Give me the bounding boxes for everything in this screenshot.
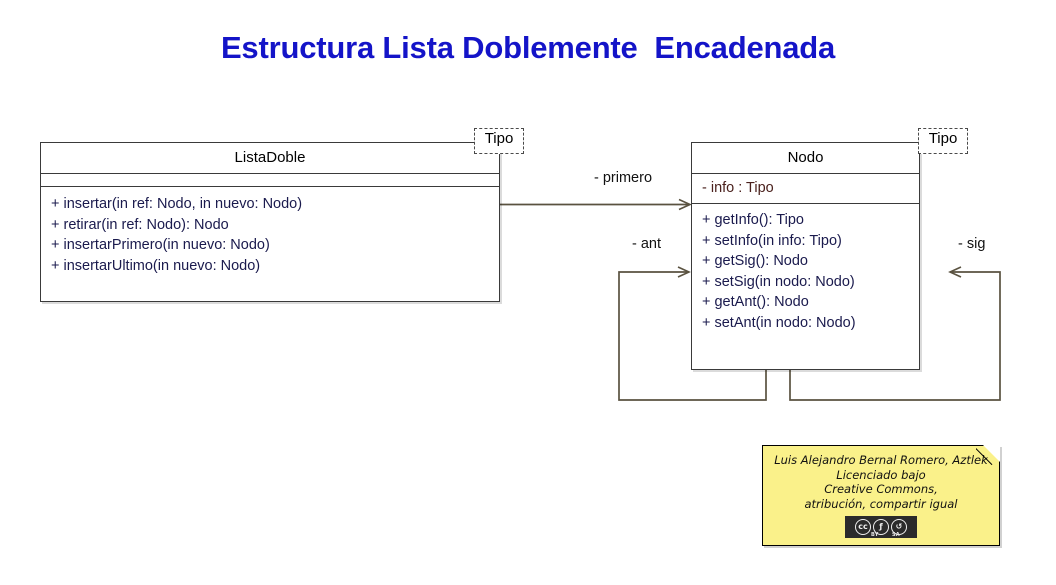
license-note-text: Luis Alejandro Bernal Romero, Aztlek Lic… (763, 446, 999, 511)
operation-row: + setSig(in nodo: Nodo) (702, 273, 855, 290)
template-parameter-listadoble: Tipo (474, 128, 524, 154)
operation-row: + insertarPrimero(in nuevo: Nodo) (51, 237, 270, 253)
operation-row: + setInfo(in info: Tipo) (702, 232, 842, 249)
association-label-sig: - sig (958, 236, 986, 252)
cc-icon: cc (855, 519, 871, 535)
operation-row: + getInfo(): Tipo (702, 212, 804, 228)
license-note-line: Licenciado bajo (836, 467, 926, 482)
cc-by-label: BY (871, 532, 879, 538)
cc-sa-icon: ↺ (891, 519, 907, 535)
license-note: Luis Alejandro Bernal Romero, Aztlek Lic… (762, 445, 1000, 546)
cc-by-icon: ƒ (873, 519, 889, 535)
association-label-ant: - ant (632, 236, 662, 252)
operation-row: + setAnt(in nodo: Nodo) (702, 314, 856, 331)
operations-compartment-nodo: + getInfo(): Tipo + setInfo(in info: Tip… (692, 204, 919, 338)
license-note-line: atribución, compartir igual (804, 496, 958, 511)
cc-sa-label: SA (892, 532, 900, 538)
attributes-compartment-listadoble (41, 174, 499, 187)
attributes-compartment-nodo: - info : Tipo (692, 174, 919, 204)
operation-row: + getAnt(): Nodo (702, 294, 809, 310)
operation-row: + retirar(in ref: Nodo): Nodo (51, 216, 229, 233)
page-title: Estructura Lista Doblemente Encadenada (220, 30, 836, 65)
note-fold-edge-icon (976, 445, 1000, 469)
class-name-nodo: Nodo (692, 143, 919, 174)
operation-row: + getSig(): Nodo (702, 253, 808, 269)
class-name-listadoble: ListaDoble (41, 143, 499, 174)
license-note-line: Creative Commons, (824, 482, 938, 496)
attribute-row: - info : Tipo (702, 180, 774, 196)
creative-commons-badge: cc ƒ ↺ BY SA (845, 516, 917, 538)
operation-row: + insertar(in ref: Nodo, in nuevo: Nodo) (51, 196, 303, 212)
operation-row: + insertarUltimo(in nuevo: Nodo) (51, 257, 261, 274)
operations-compartment-listadoble: + insertar(in ref: Nodo, in nuevo: Nodo)… (41, 187, 499, 281)
class-box-nodo[interactable]: Nodo - info : Tipo + getInfo(): Tipo + s… (691, 142, 920, 370)
association-label-primero: - primero (594, 170, 653, 186)
license-note-line: Luis Alejandro Bernal Romero, Aztlek (774, 453, 988, 467)
class-box-listadoble[interactable]: ListaDoble + insertar(in ref: Nodo, in n… (40, 142, 500, 302)
template-parameter-nodo: Tipo (918, 128, 968, 154)
